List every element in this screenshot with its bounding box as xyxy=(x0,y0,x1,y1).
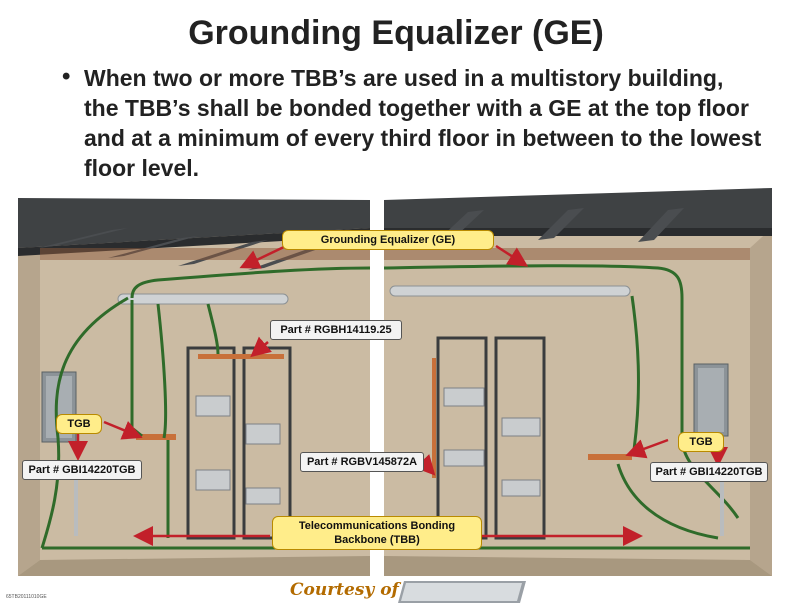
part-rgbv-label: Part # RGBV145872A xyxy=(300,452,424,472)
courtesy-text: Courtesy of xyxy=(290,580,399,600)
diagram-illustration xyxy=(18,188,772,576)
tgb-left-label: TGB xyxy=(56,414,102,434)
harger-logo xyxy=(398,581,526,603)
bullet-text: When two or more TBB’s are used in a mul… xyxy=(84,65,762,181)
ge-label: Grounding Equalizer (GE) xyxy=(282,230,494,250)
callout-arrows xyxy=(68,244,728,546)
part-rgbh-label: Part # RGBH14119.25 xyxy=(270,320,402,340)
right-room xyxy=(383,188,772,576)
tbb-label-line1: Telecommunications Bonding xyxy=(298,520,456,532)
slide-id: 65TB20111010GE xyxy=(6,594,47,600)
left-room xyxy=(18,198,371,576)
slide-title: Grounding Equalizer (GE) xyxy=(188,14,604,52)
tgb-right-label: TGB xyxy=(678,432,724,452)
part-gbi-left-label: Part # GBI14220TGB xyxy=(22,460,142,480)
grounding-diagram: Grounding Equalizer (GE) Part # RGBH1411… xyxy=(18,188,772,576)
tbb-label-line2: Backbone (TBB) xyxy=(334,534,420,546)
tbb-label: Telecommunications Bonding Backbone (TBB… xyxy=(272,516,482,550)
part-gbi-right-label: Part # GBI14220TGB xyxy=(650,462,768,482)
bullet-dot: • xyxy=(62,63,71,90)
